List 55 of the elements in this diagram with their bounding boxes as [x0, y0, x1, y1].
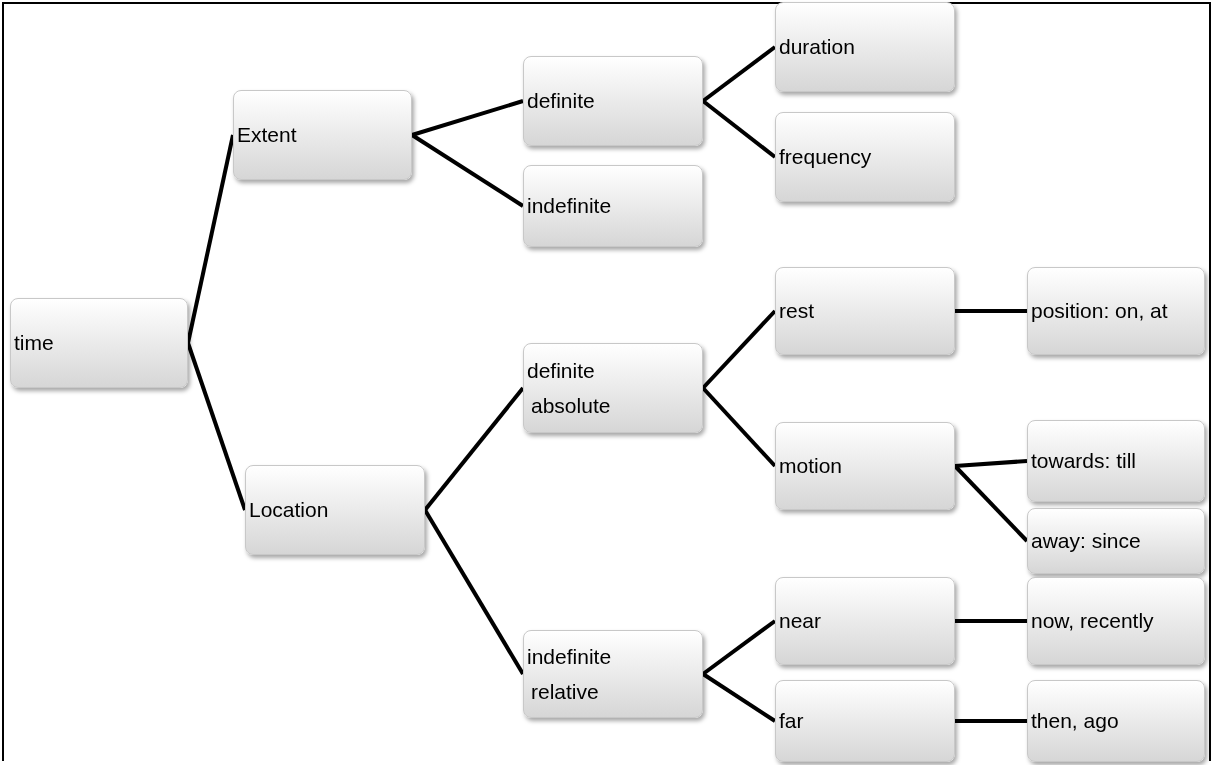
connector-line [954, 459, 1028, 468]
category-label: motion [779, 453, 844, 479]
category-label: then, ago [1031, 708, 1120, 734]
category-label: frequency [779, 144, 873, 170]
category-box [775, 2, 955, 92]
category-label: indefinite [527, 643, 613, 669]
category-label: rest [779, 298, 815, 324]
category-label: indefinite [527, 193, 613, 219]
category-label: position: on, at [1031, 298, 1169, 324]
category-box [233, 90, 412, 180]
category-box [523, 630, 703, 718]
connector-line [955, 719, 1027, 723]
connector-line [701, 386, 777, 468]
category-label: far [779, 708, 805, 734]
connector-line [953, 464, 1029, 543]
category-box [775, 422, 955, 510]
category-label: towards: till [1031, 448, 1138, 474]
category-box [10, 298, 188, 388]
connector-line [186, 134, 235, 344]
category-label: relative [530, 679, 600, 705]
category-label: Extent [237, 122, 298, 148]
category-label: definite [527, 88, 596, 114]
connector-line [701, 619, 777, 676]
category-label: near [779, 608, 823, 634]
connector-line [186, 342, 247, 511]
category-box [523, 165, 703, 247]
category-label: Location [249, 497, 330, 523]
connector-line [411, 99, 524, 137]
connector-line [701, 45, 777, 103]
connector-line [955, 619, 1027, 623]
category-box [1027, 577, 1205, 665]
category-box [1027, 508, 1205, 574]
category-box [775, 267, 955, 355]
category-box [775, 112, 955, 202]
category-label: time [14, 330, 55, 356]
category-label: away: since [1031, 528, 1142, 554]
connector-line [423, 386, 525, 512]
category-box [775, 577, 955, 665]
category-label: now, recently [1031, 608, 1155, 634]
category-box [1027, 420, 1205, 502]
connector-line [955, 309, 1027, 313]
category-box [523, 56, 703, 146]
category-box [1027, 267, 1205, 355]
category-box [775, 680, 955, 762]
connector-line [701, 309, 777, 390]
connector-line [701, 99, 777, 159]
connector-line [701, 672, 777, 723]
category-label: absolute [530, 393, 612, 419]
category-box [523, 343, 703, 433]
category-label: duration [779, 34, 856, 60]
connector-line [423, 508, 525, 676]
connector-line [410, 133, 525, 208]
category-box [245, 465, 425, 555]
category-box [1027, 680, 1205, 762]
category-label: definite [527, 357, 596, 383]
